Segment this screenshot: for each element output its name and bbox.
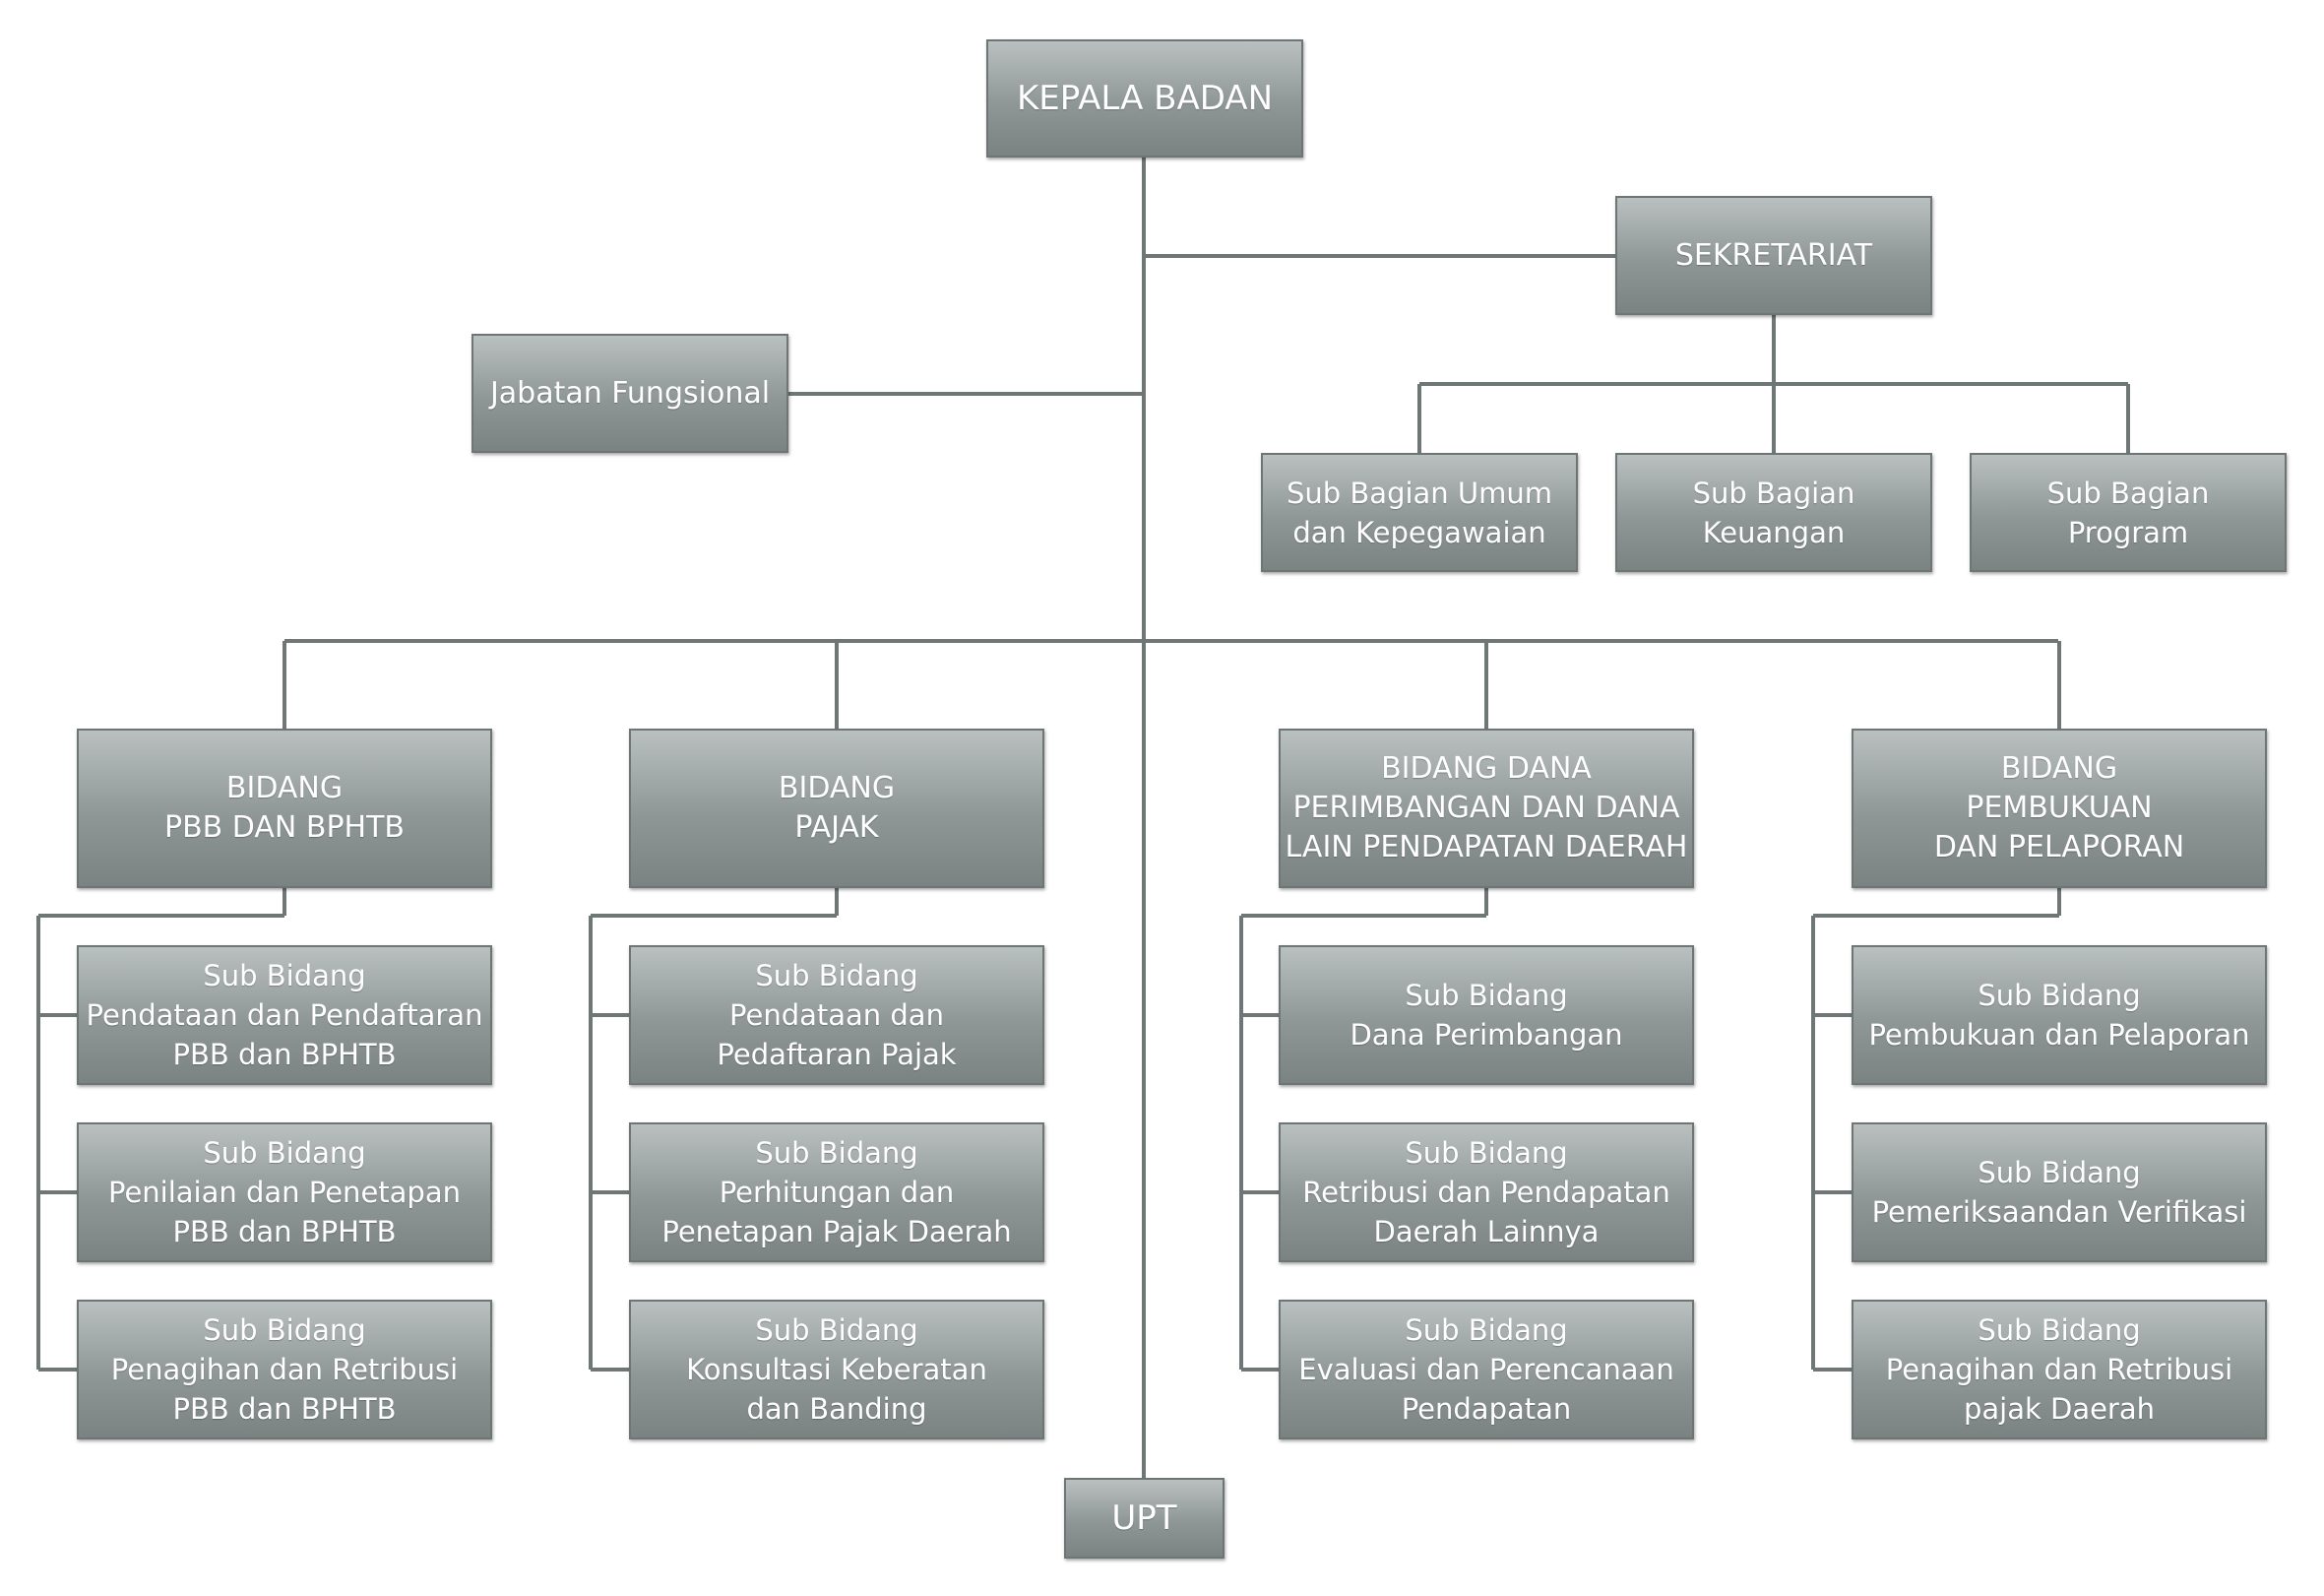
sub-bagian-dan-kepegawaian-box-line-1: Sub Bagian Umum [1286, 476, 1553, 510]
sub-bagian-program-box-line-2: Program [2067, 515, 2189, 549]
sub-bidang-dana-perimbangan-box-line-1: Sub Bidang [1405, 979, 1568, 1012]
bidang-pajak-box-line-2: PAJAK [794, 810, 879, 845]
sub-bidang-penagihan-dan-retribusi-box-line-3: pajak Daerah [1963, 1392, 2156, 1426]
sub-bidang-penagihan-dan-retribusi-box-line-3: PBB dan BPHTB [172, 1392, 397, 1426]
sub-bidang-pendataan-dan-box-line-1: Sub Bidang [755, 959, 918, 992]
sub-bidang-perhitungan-dan-box-line-2: Perhitungan dan [719, 1176, 955, 1209]
bidang-pbb-dan-bphtb-box-line-1: BIDANG [225, 771, 344, 805]
sub-bidang-pendataan-dan-box-line-3: Pedaftaran Pajak [717, 1038, 957, 1071]
bidang-pajak-box: BIDANG PAJAK [629, 729, 1044, 888]
bidang-perimbangan-dan-dana-lain-pendapatan-daerah-box-line-1: BIDANG DANA [1381, 751, 1592, 786]
upt-box: UPT [1064, 1478, 1225, 1559]
jabatan-fungsional-box: Jabatan Fungsional [471, 334, 788, 453]
jabatan-fungsional-box-line-1: Jabatan Fungsional [489, 375, 771, 411]
sub-bidang-penagihan-dan-retribusi-box-line-1: Sub Bidang [203, 1313, 366, 1347]
sub-bidang-pembukuan-dan-pelaporan-box-line-2: Pembukuan dan Pelaporan [1868, 1018, 2250, 1052]
bidang-pajak-box-line-1: BIDANG [778, 771, 896, 805]
sub-bidang-pendataan-dan-pendaftaran-box-line-2: Pendataan dan Pendaftaran [86, 998, 483, 1032]
sub-bidang-evaluasi-dan-perencanaan-box-line-3: Pendapatan [1401, 1392, 1572, 1426]
sub-bidang-retribusi-dan-pendapatan-box-line-3: Daerah Lainnya [1373, 1215, 1600, 1248]
sub-bidang-konsultasi-keberatan-box-line-3: dan Banding [746, 1392, 927, 1426]
sekretariat-box-line-1: SEKRETARIAT [1674, 237, 1873, 273]
sub-bidang-retribusi-dan-pendapatan-box-line-2: Retribusi dan Pendapatan [1302, 1176, 1670, 1209]
sub-bidang-pemeriksaandan-verifikasi-box-line-2: Pemeriksaandan Verifikasi [1871, 1195, 2247, 1229]
sub-bidang-penilaian-dan-penetapan-box-line-2: Penilaian dan Penetapan [108, 1176, 461, 1209]
sub-bidang-evaluasi-dan-perencanaan-box-line-2: Evaluasi dan Perencanaan [1298, 1353, 1674, 1386]
sub-bidang-penagihan-dan-retribusi-box-line-2: Penagihan dan Retribusi [1885, 1353, 2233, 1386]
sub-bidang-penilaian-dan-penetapan-box-line-1: Sub Bidang [203, 1136, 366, 1170]
sub-bidang-perhitungan-dan-box-line-1: Sub Bidang [755, 1136, 918, 1170]
bidang-perimbangan-dan-dana-lain-pendapatan-daerah-box-line-2: PERIMBANGAN DAN DANA [1292, 791, 1680, 825]
bidang-perimbangan-dan-dana-lain-pendapatan-daerah-box-line-3: LAIN PENDAPATAN DAERAH [1285, 830, 1688, 864]
sub-bagian-keuangan-box-line-2: Keuangan [1702, 515, 1846, 549]
kepala-badan-box-line-1: KEPALA BADAN [1016, 79, 1273, 118]
bidang-pbb-dan-bphtb-box-line-2: PBB DAN BPHTB [164, 810, 405, 845]
bidang-perimbangan-dan-dana-lain-pendapatan-daerah-box: BIDANG DANA PERIMBANGAN DAN DANA LAIN PEND… [1279, 729, 1694, 888]
sub-bidang-pendataan-dan-pendaftaran-box-line-3: PBB dan BPHTB [172, 1038, 397, 1071]
sub-bagian-dan-kepegawaian-box: Sub Bagian Umum dan Kepegawaian [1261, 453, 1578, 572]
sekretariat-box: SEKRETARIAT [1615, 196, 1932, 315]
sub-bidang-pendataan-dan-box-line-2: Pendataan dan [729, 998, 944, 1032]
sub-bidang-dana-perimbangan-box-line-2: Dana Perimbangan [1350, 1018, 1623, 1052]
sub-bidang-pembukuan-dan-pelaporan-box-line-1: Sub Bidang [1978, 979, 2141, 1012]
bidang-pembukuan-dan-pelaporan-box: BIDANG PEMBUKUAN DAN PELAPORAN [1852, 729, 2267, 888]
sub-bidang-perhitungan-dan-box-line-3: Penetapan Pajak Daerah [661, 1215, 1012, 1248]
upt-box-line-1: UPT [1111, 1499, 1177, 1538]
bidang-pembukuan-dan-pelaporan-box-line-1: BIDANG [2000, 751, 2118, 786]
kepala-badan-box: KEPALA BADAN [986, 39, 1303, 158]
sub-bidang-retribusi-dan-pendapatan-box-line-1: Sub Bidang [1405, 1136, 1568, 1170]
sub-bidang-penagihan-dan-retribusi-box-line-2: Penagihan dan Retribusi [110, 1353, 459, 1386]
sub-bidang-pemeriksaandan-verifikasi-box-line-1: Sub Bidang [1978, 1156, 2141, 1189]
bidang-pembukuan-dan-pelaporan-box-line-2: PEMBUKUAN [1966, 791, 2153, 825]
bidang-pbb-dan-bphtb-box: BIDANG PBB DAN BPHTB [77, 729, 492, 888]
sub-bidang-konsultasi-keberatan-box-line-2: Konsultasi Keberatan [686, 1353, 987, 1386]
sub-bidang-penagihan-dan-retribusi-box-line-1: Sub Bidang [1978, 1313, 2141, 1347]
sub-bidang-penilaian-dan-penetapan-box-line-3: PBB dan BPHTB [172, 1215, 397, 1248]
sub-bagian-keuangan-box-line-1: Sub Bagian [1692, 476, 1855, 510]
sub-bidang-konsultasi-keberatan-box-line-1: Sub Bidang [755, 1313, 918, 1347]
bidang-pembukuan-dan-pelaporan-box-line-3: DAN PELAPORAN [1933, 830, 2185, 864]
sub-bidang-pendataan-dan-pendaftaran-box-line-1: Sub Bidang [203, 959, 366, 992]
sub-bagian-dan-kepegawaian-box-line-2: dan Kepegawaian [1292, 515, 1546, 549]
sub-bidang-evaluasi-dan-perencanaan-box-line-1: Sub Bidang [1405, 1313, 1568, 1347]
sub-bagian-program-box-line-1: Sub Bagian [2046, 476, 2210, 510]
